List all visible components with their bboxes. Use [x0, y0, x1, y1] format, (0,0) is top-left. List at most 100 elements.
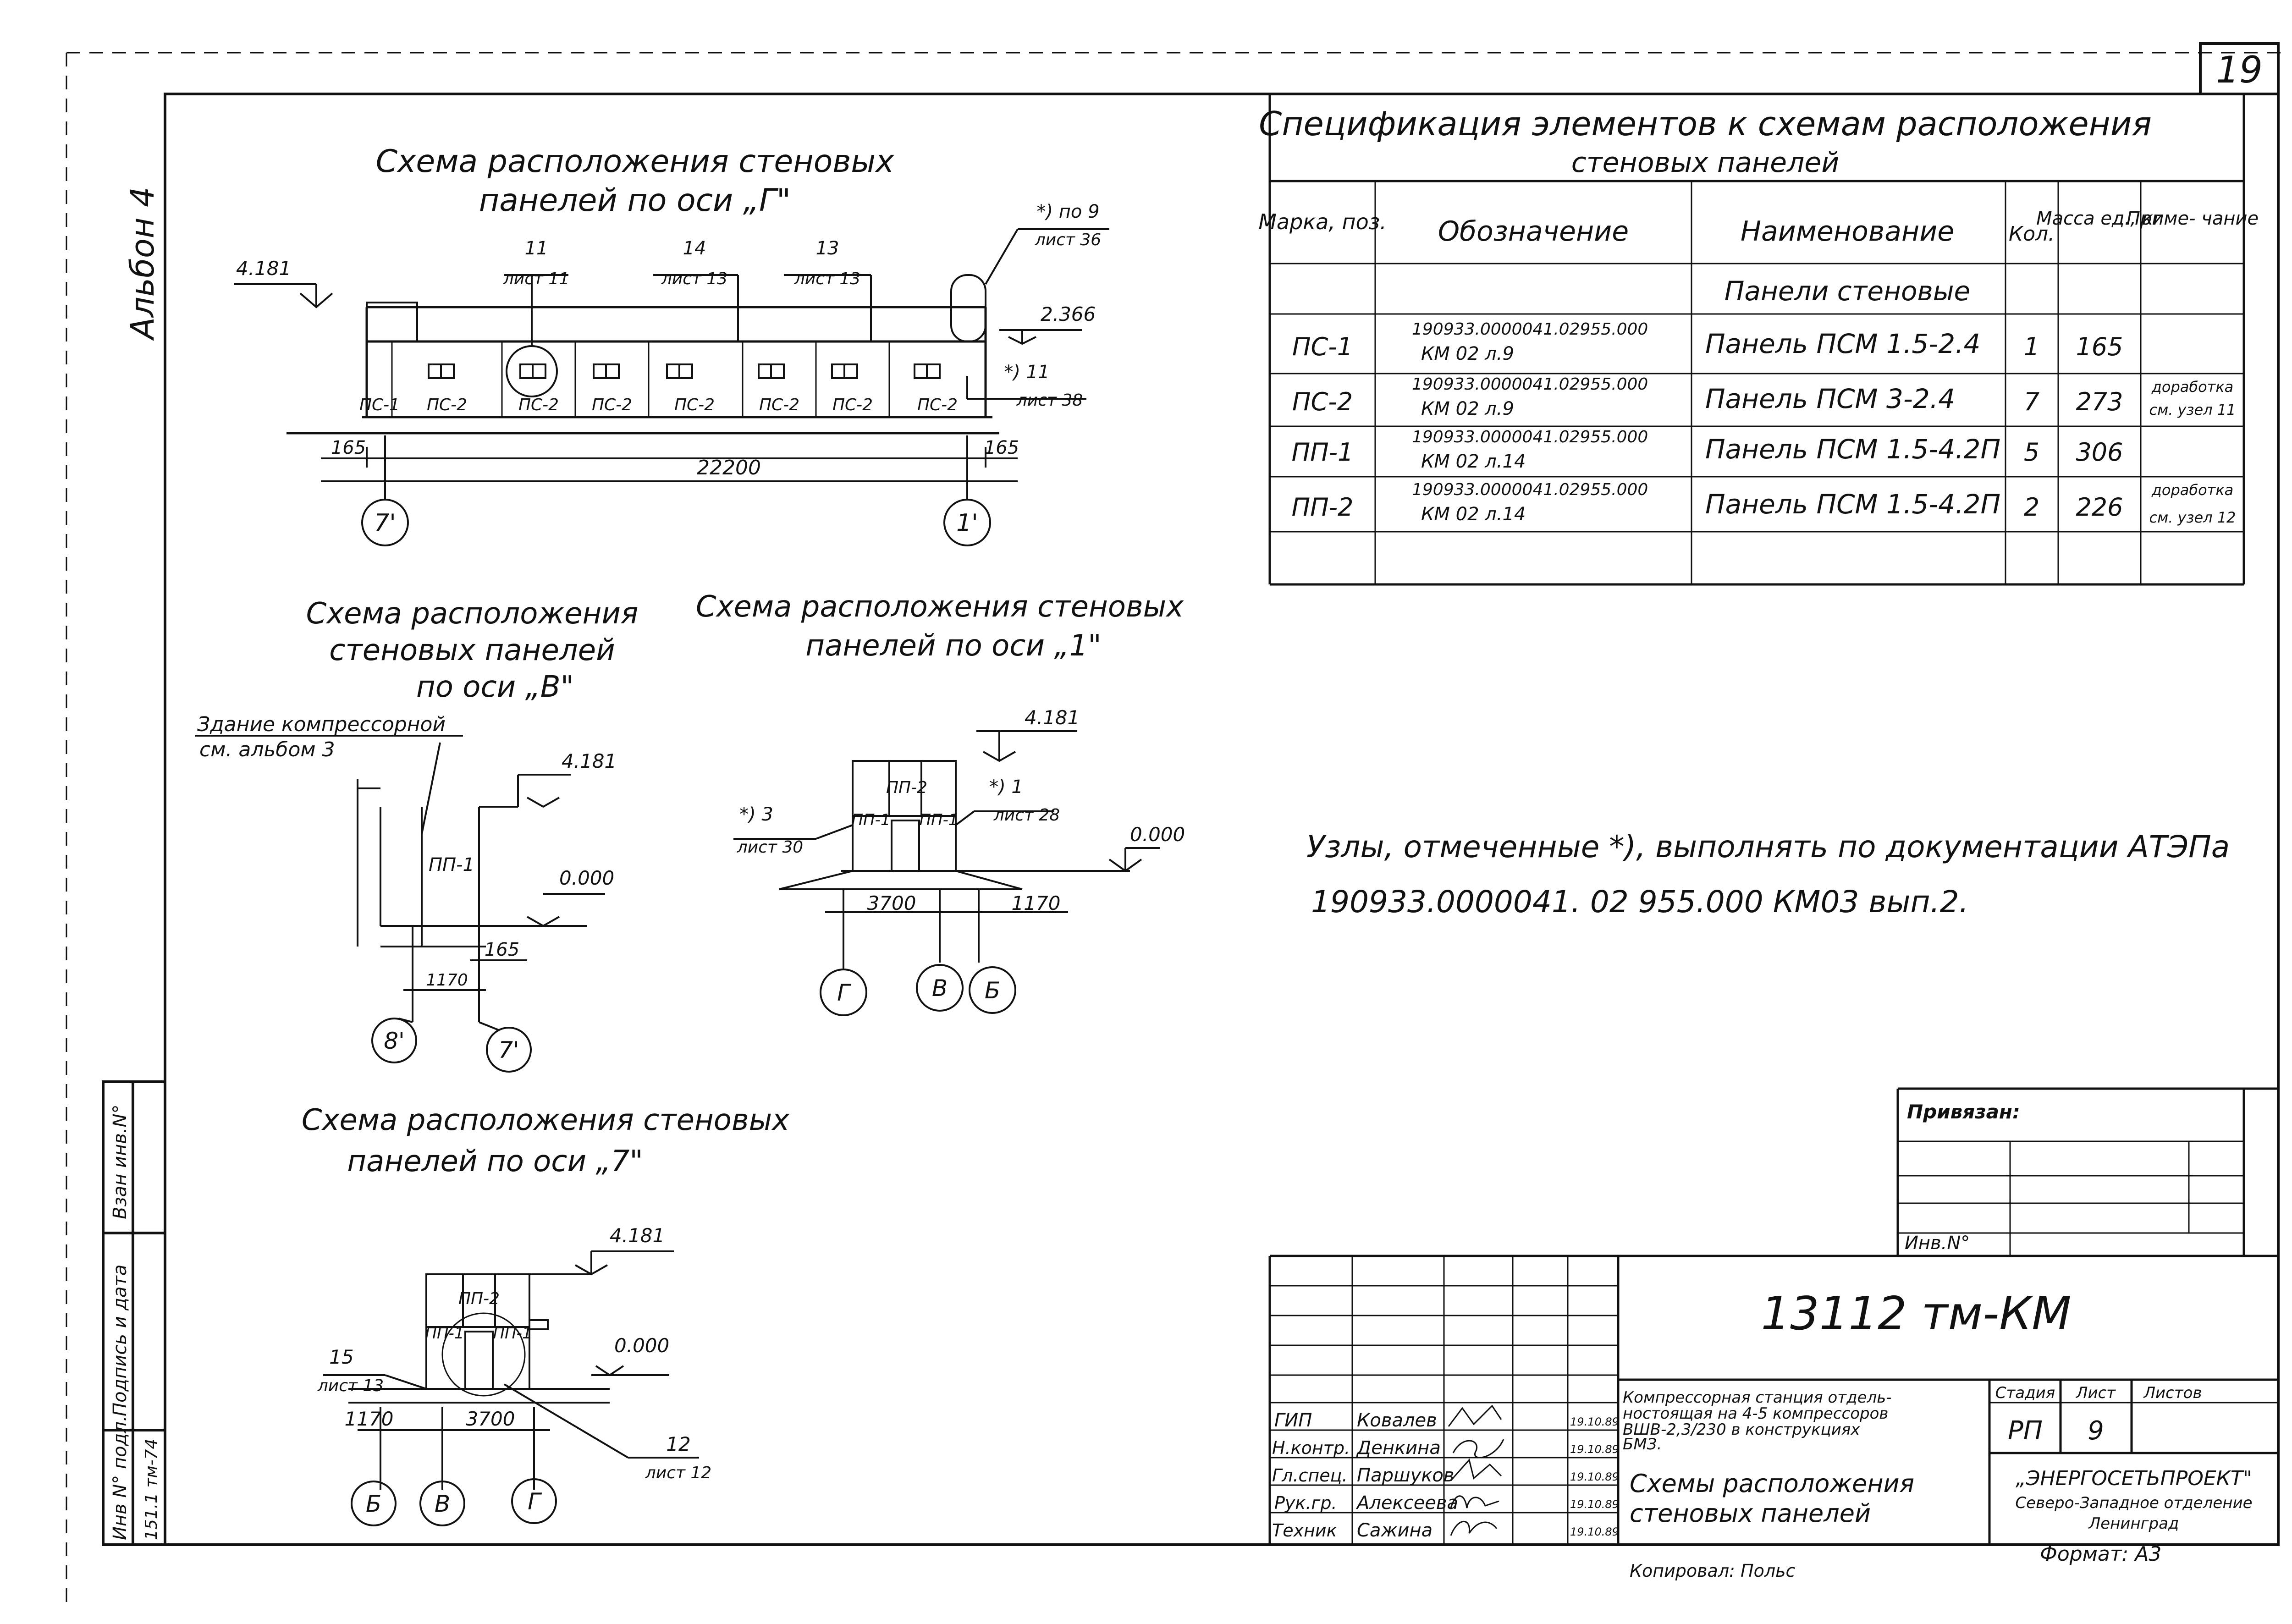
panel-label: ПС-2	[759, 396, 799, 414]
org-line-1: „ЭНЕРГОСЕТЬПРОЕКТ"	[2016, 1467, 2252, 1490]
level-zero: 0.000	[1130, 823, 1185, 846]
col-note: Приме- чание	[2127, 208, 2259, 229]
row-qty: 5	[2024, 438, 2039, 467]
row-name: Панель ПСМ 1.5-4.2П	[1705, 489, 2000, 520]
row-des2: КМ 02 л.14	[1421, 451, 1526, 472]
signer-date: 19.10.89	[1570, 1498, 1619, 1511]
level-top: 4.181	[610, 1224, 665, 1247]
stamp-inv-podl-value: 151.1 тм-74	[142, 1439, 161, 1540]
dim-total: 22200	[697, 456, 761, 479]
table-row: ПП-2 190933.0000041.02955.000 КМ 02 л.14…	[1291, 480, 2236, 526]
inv-label: Инв.N°	[1905, 1233, 1970, 1254]
row-mass: 165	[2076, 332, 2123, 361]
dim-b: 3700	[466, 1408, 515, 1430]
signer-name: Паршуков	[1357, 1465, 1454, 1486]
scheme-v-title-1: Схема расположения	[306, 597, 639, 631]
callout-num: 11	[525, 238, 548, 259]
row-des1: 190933.0000041.02955.000	[1412, 480, 1648, 499]
row-name: Панель ПСМ 1.5-4.2П	[1705, 434, 2000, 465]
callout-sheet: лист 36	[1035, 231, 1101, 249]
level-zero: 0.000	[614, 1334, 669, 1357]
stamp-sign-date: Подпись и дата	[110, 1265, 131, 1416]
scheme-axis-7: Схема расположения стеновых панелей по о…	[302, 1103, 790, 1526]
signer-role: Рук.гр.	[1274, 1493, 1337, 1513]
level-zero: 0.000	[559, 867, 614, 889]
signer-name: Денкина	[1356, 1437, 1441, 1459]
callout-sheet: лист 38	[1016, 391, 1083, 410]
row-qty: 2	[2024, 493, 2039, 522]
callout-sheet: лист 11	[503, 270, 569, 288]
row-qty: 1	[2024, 332, 2039, 361]
callout-right-num: *) 1	[989, 776, 1023, 798]
signature-mark	[1450, 1520, 1498, 1536]
callout-right-num: 12	[666, 1433, 690, 1455]
doc-code: 13112 тм-КМ	[1761, 1287, 2072, 1340]
callout-right-sheet: лист 12	[645, 1464, 711, 1482]
panel-label: ПП-2	[458, 1289, 500, 1308]
panel-label: ПС-1	[359, 396, 400, 414]
panel-label: ПС-2	[674, 396, 715, 414]
panel-label: ПП-1	[851, 811, 890, 829]
row-mark: ПС-1	[1292, 332, 1353, 361]
signature-mark	[1452, 1439, 1504, 1459]
sheets-label: Листов	[2143, 1384, 2202, 1402]
signer-row: Н.контр. Денкина 19.10.89	[1272, 1437, 1619, 1459]
dim-a: 1170	[345, 1408, 394, 1430]
signer-row: Рук.гр. Алексеева 19.10.89	[1274, 1492, 1619, 1514]
org-line-3: Ленинград	[2088, 1514, 2179, 1533]
row-qty: 7	[2024, 387, 2039, 416]
scheme-7-title-2: панелей по оси „7"	[347, 1145, 643, 1178]
stamp-inv-podl: Инв N° подл.	[110, 1415, 131, 1540]
row-des1: 190933.0000041.02955.000	[1412, 320, 1648, 339]
panel-label: ПС-2	[592, 396, 632, 414]
dim-main: 1170	[426, 971, 468, 990]
row-mass: 273	[2076, 387, 2123, 416]
page-number: 19	[2216, 49, 2263, 91]
table-row: ПС-1 190933.0000041.02955.000 КМ 02 л.9 …	[1292, 320, 2123, 364]
row-des2: КМ 02 л.9	[1421, 398, 1514, 419]
signer-name: Ковалев	[1357, 1410, 1437, 1431]
col-name: Наименование	[1741, 215, 1954, 248]
project-line-4: БМЗ.	[1623, 1435, 1662, 1453]
axis-marker: Г	[528, 1488, 542, 1515]
callout-num: 13	[816, 238, 839, 259]
panel-label: ПП-1	[493, 1324, 532, 1343]
axis-marker: 1'	[956, 509, 978, 537]
org-line-2: Северо-Западное отделение	[2015, 1494, 2252, 1512]
album-label: Альбон 4	[124, 187, 161, 341]
row-mark: ПП-2	[1291, 493, 1353, 522]
note-line-1: Узлы, отмеченные *), выполнять по докуме…	[1306, 829, 2230, 864]
scheme-g-title-1: Схема расположения стеновых	[376, 143, 894, 180]
dim-right: 165	[984, 437, 1019, 458]
signer-date: 19.10.89	[1570, 1525, 1619, 1538]
signer-row: Техник Сажина 19.10.89	[1272, 1520, 1619, 1541]
scheme-v-title-3: по оси „В"	[416, 670, 574, 704]
callout-left-num: 15	[329, 1346, 353, 1368]
title-block: Привязан: Инв.N° 13112 тм-КМ Компрессорн…	[1268, 1087, 2278, 1545]
drawing-title-2: стеновых панелей	[1630, 1499, 1871, 1528]
dim-a: 3700	[867, 892, 916, 914]
scheme-axis-1: Схема расположения стеновых панелей по о…	[696, 590, 1185, 1016]
callout-num: 14	[683, 238, 706, 259]
callout-sheet: лист 13	[794, 270, 860, 288]
scheme-v-title-2: стеновых панелей	[329, 633, 615, 667]
row-note1: доработка	[2151, 481, 2234, 499]
signer-role: ГИП	[1274, 1410, 1312, 1431]
callout-num: *) по 9	[1036, 201, 1099, 222]
drawing-title-1: Схемы расположения	[1630, 1469, 1914, 1498]
panel-label: ПС-2	[917, 396, 958, 414]
callout-num: *) 11	[1004, 362, 1049, 383]
signer-role: Гл.спец.	[1272, 1465, 1348, 1486]
col-mark: Марка, поз.	[1258, 209, 1387, 234]
table-row: ПС-2 190933.0000041.02955.000 КМ 02 л.9 …	[1292, 375, 2236, 419]
row-mark: ПС-2	[1292, 387, 1353, 416]
scheme-1-title-1: Схема расположения стеновых	[696, 590, 1184, 624]
group-label: Панели стеновые	[1725, 275, 1970, 307]
scheme-axis-v: Схема расположения стеновых панелей по о…	[195, 597, 639, 1073]
axis-marker: В	[932, 975, 948, 1002]
level-top: 4.181	[1025, 706, 1080, 729]
signer-name: Алексеева	[1355, 1492, 1458, 1514]
sheet-value: 9	[2088, 1416, 2104, 1446]
signer-date: 19.10.89	[1570, 1443, 1619, 1456]
signer-row: ГИП Ковалев 19.10.89	[1274, 1404, 1619, 1431]
